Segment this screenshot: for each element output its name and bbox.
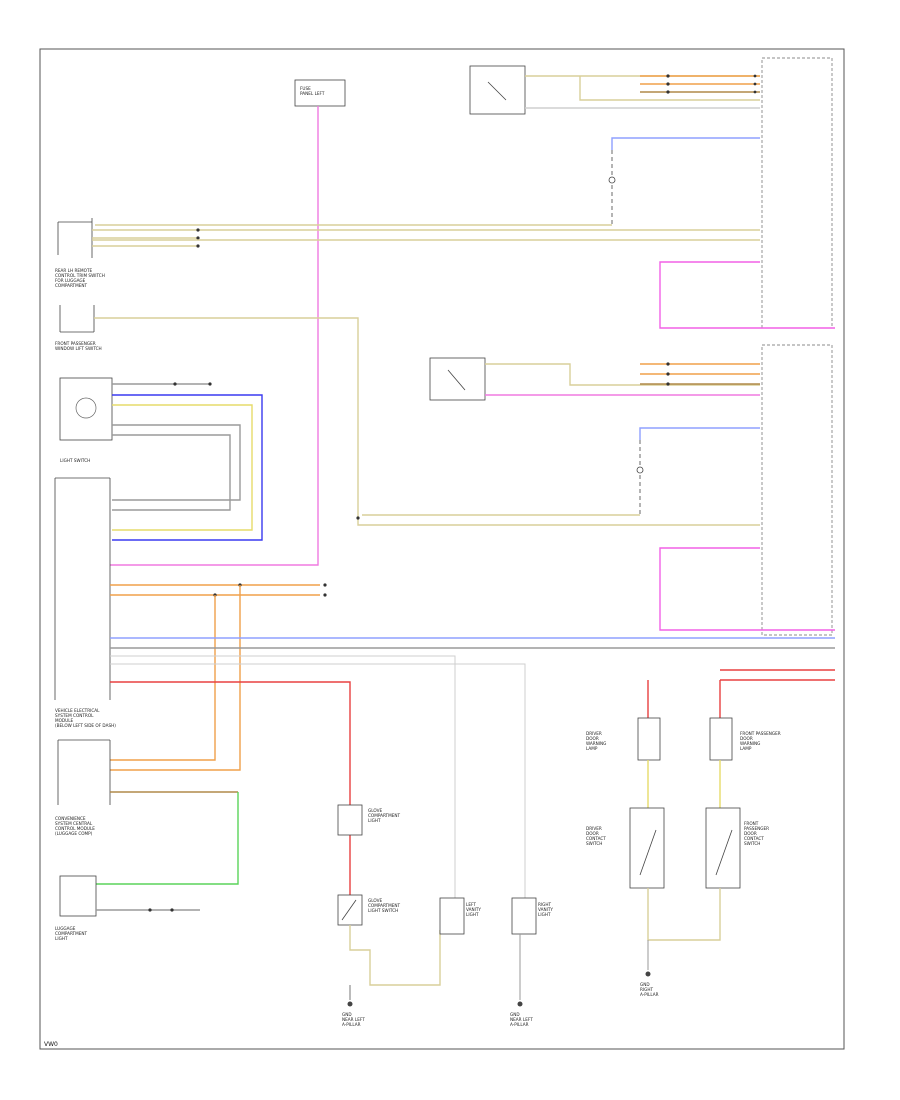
wire-red-right xyxy=(647,669,835,720)
window-motor-mid xyxy=(636,440,644,515)
wire-dl-yellow xyxy=(647,760,721,808)
wire-gm-orange-3 xyxy=(110,585,241,771)
rear-window-switch-top xyxy=(469,65,526,115)
wire-dc-cream xyxy=(647,888,721,941)
wire-mid-lblue xyxy=(639,427,760,440)
wire-magenta-mid xyxy=(659,547,835,631)
wire-gm-lgrey-1 xyxy=(110,655,456,900)
wire-magenta-top xyxy=(659,261,835,329)
wire-top-cream-2 xyxy=(579,76,760,101)
window-motor-top xyxy=(608,150,616,225)
wire-ls-yellow xyxy=(112,404,253,531)
wire-top-lblue xyxy=(611,137,760,150)
connector-right-top xyxy=(761,57,833,329)
light-switch: LIGHT SWITCH xyxy=(59,377,113,463)
diagram-frame xyxy=(39,48,845,1050)
wire-glove-cream xyxy=(349,925,441,986)
wire-mid-cream xyxy=(485,363,760,386)
wire-fpws-cream xyxy=(94,317,760,526)
wire-cm-green xyxy=(95,792,239,885)
wire-ls-grey2 xyxy=(112,434,231,511)
wire-gm-lgrey-2 xyxy=(110,663,526,900)
wire-gm-red xyxy=(110,681,351,900)
connector-right-mid xyxy=(761,344,833,636)
footer-code: VW0 xyxy=(44,1041,58,1048)
wire-gm-orange-4 xyxy=(110,595,216,761)
wire-fuse-pink xyxy=(110,106,319,566)
wire-ls-blue xyxy=(112,394,263,541)
wire-ls-grey1 xyxy=(112,424,241,501)
passenger-window-switch-mid xyxy=(429,357,486,401)
light-switch-label: LIGHT SWITCH xyxy=(60,458,90,463)
